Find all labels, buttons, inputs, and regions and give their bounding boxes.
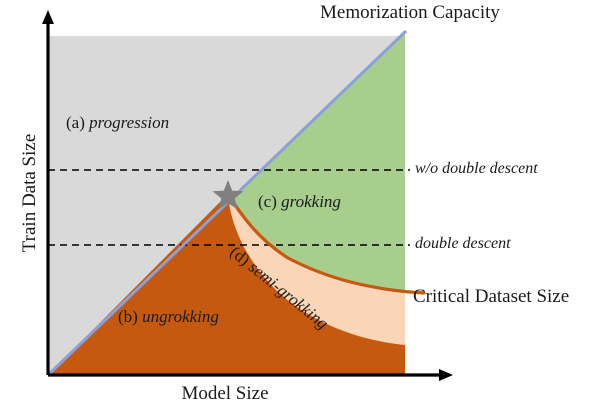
y-axis-label: Train Data Size <box>19 133 40 253</box>
x-axis-arrowhead <box>439 369 453 381</box>
annotation-double-descent: double descent <box>415 235 511 252</box>
annotation-critical-dataset-size: Critical Dataset Size <box>413 286 570 307</box>
chart-title: Memorization Capacity <box>320 2 500 23</box>
region-name-c: grokking <box>281 192 341 211</box>
region-tag-b: (b) <box>118 307 138 326</box>
y-axis-arrowhead <box>42 10 54 24</box>
annotation-wo-double-descent: w/o double descent <box>415 160 538 177</box>
critical-dataset-size-curve <box>224 190 426 295</box>
region-label-progression: (a) progression <box>66 113 169 133</box>
region-tag-a: (a) <box>66 113 85 132</box>
x-axis-label: Model Size <box>181 383 269 404</box>
region-label-ungrokking: (b) ungrokking <box>118 307 219 327</box>
region-name-b: ungrokking <box>142 307 219 326</box>
intersection-star-icon <box>212 180 244 210</box>
region-name-a: progression <box>89 113 170 132</box>
region-tag-c: (c) <box>258 192 277 211</box>
region-ungrokking-fill <box>48 194 405 375</box>
region-label-grokking: (c) grokking <box>258 192 341 212</box>
